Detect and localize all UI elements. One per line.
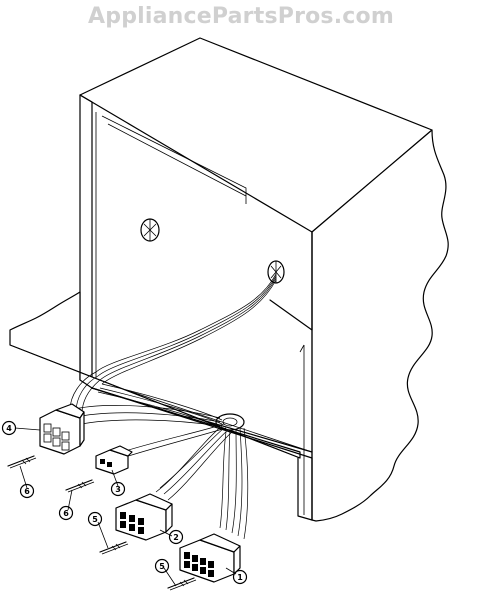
terminal-pin-5a [99,541,129,555]
callout-4: 4 [1,420,17,436]
connector-4 [39,403,85,455]
callout-6a: 6 [19,483,35,499]
svg-text:4: 4 [6,424,12,433]
callout-5b: 5 [154,558,170,574]
svg-text:6: 6 [24,487,30,496]
cabinet [9,37,449,522]
svg-text:2: 2 [173,533,179,542]
callout-5a: 5 [87,511,103,527]
connector-3 [95,445,133,475]
svg-text:6: 6 [63,509,69,518]
svg-text:5: 5 [92,515,98,524]
callout-2: 2 [168,529,184,545]
callout-3: 3 [110,481,126,497]
svg-text:3: 3 [115,485,121,494]
connector-1 [179,533,241,583]
callout-1: 1 [232,569,248,585]
svg-text:1: 1 [237,573,243,582]
wire-harness [69,273,277,540]
grommet-upper-right [267,260,285,284]
grommet-upper-left [140,218,160,242]
watermark: AppliancePartsPros.com [88,4,394,29]
svg-text:5: 5 [159,562,165,571]
terminal-pin-6a [7,455,37,469]
callout-6b: 6 [58,505,74,521]
callout-leaders [14,427,237,587]
terminal-pin-5b [167,577,197,591]
terminal-pin-6b [65,479,95,493]
connector-2 [115,493,173,541]
